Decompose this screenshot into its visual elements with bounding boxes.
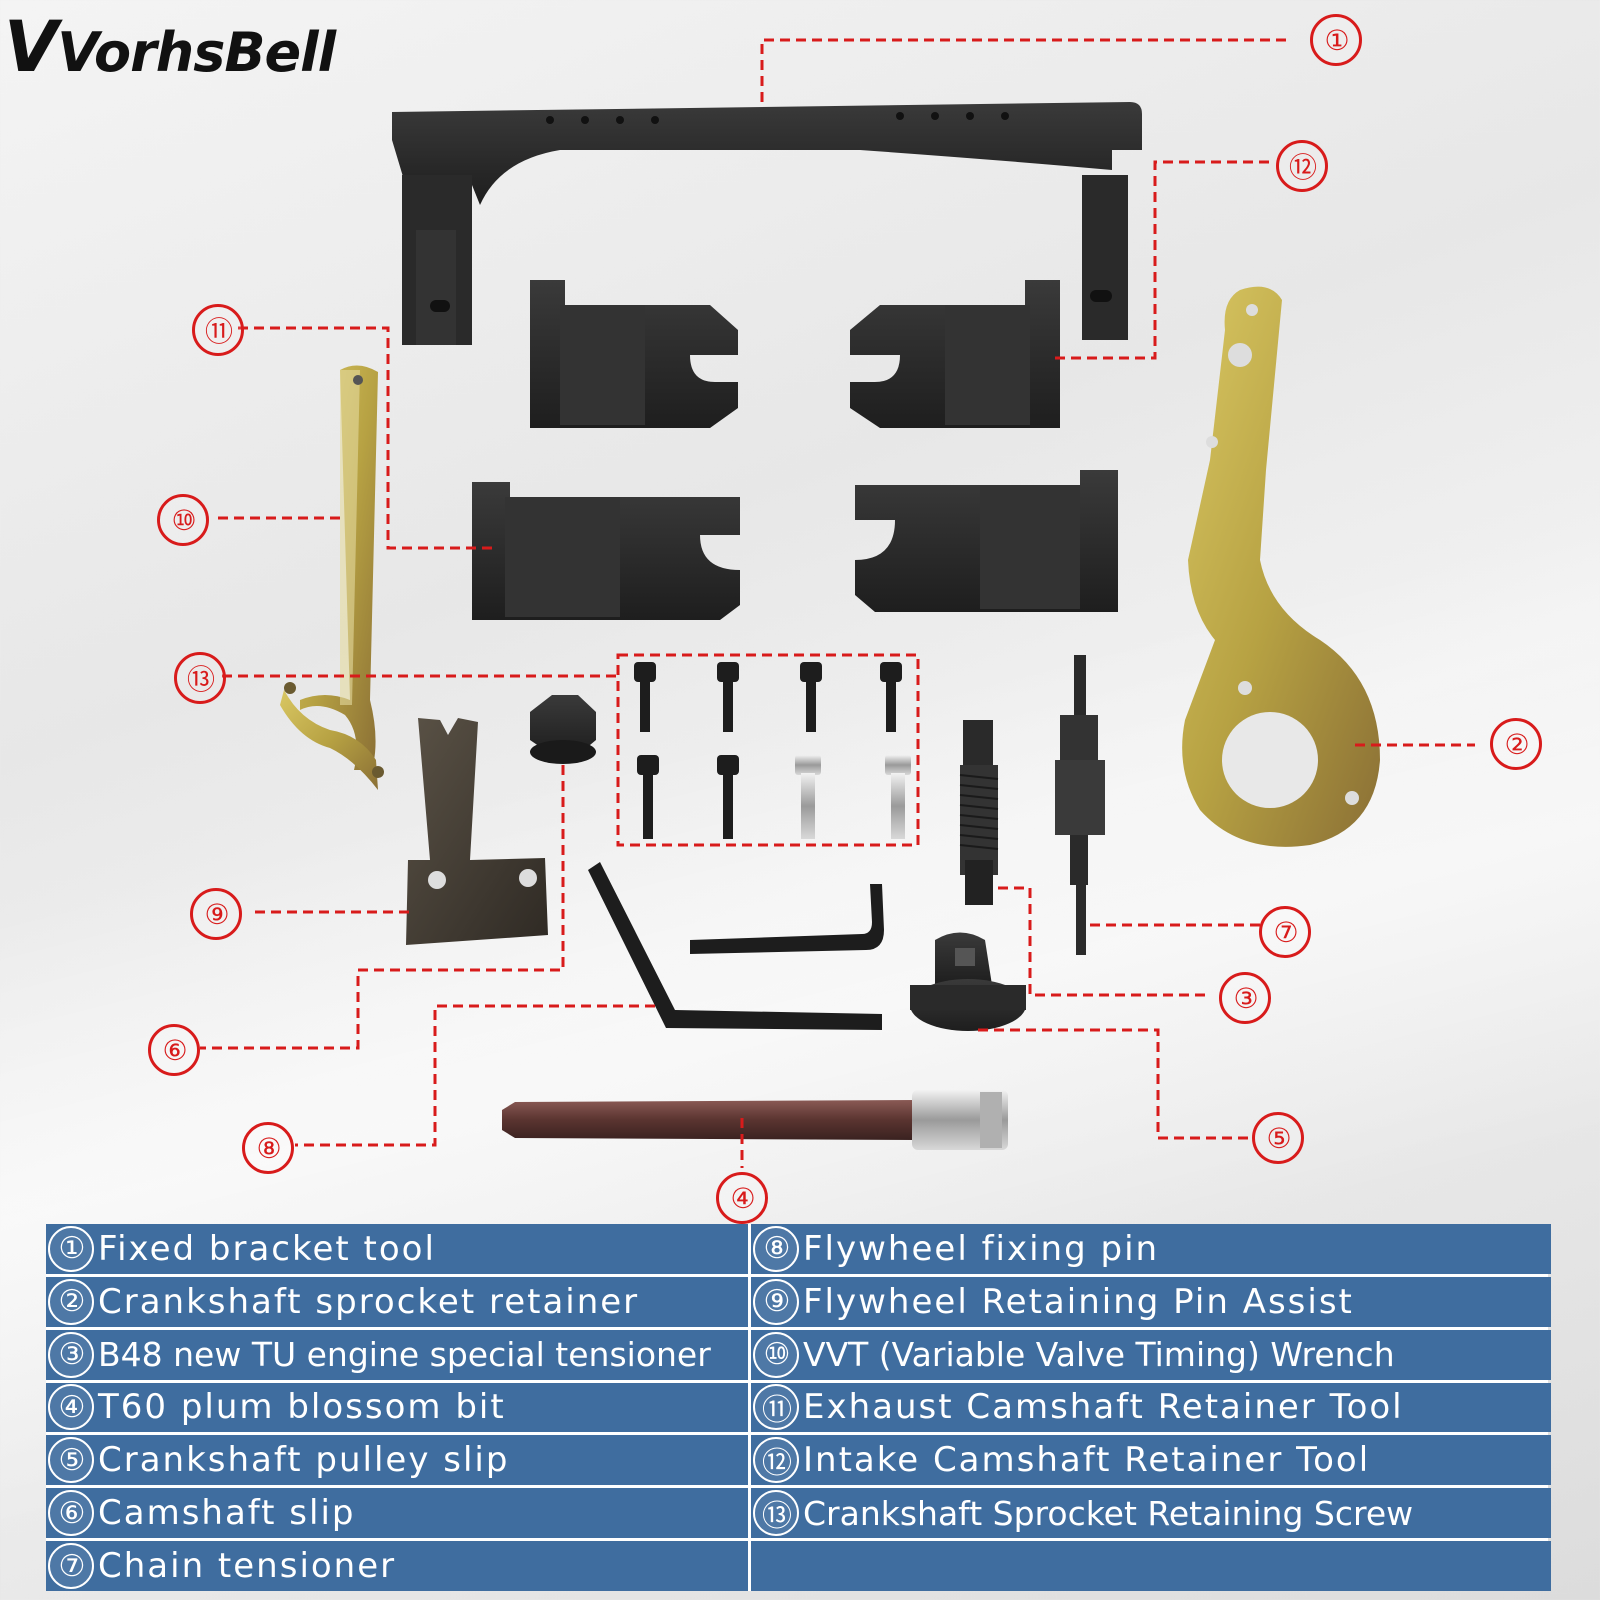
callout-12: ⑫ <box>1276 140 1328 192</box>
legend-label: Intake Camshaft Retainer Tool <box>803 1440 1371 1481</box>
legend-label: Flywheel fixing pin <box>803 1228 1160 1269</box>
legend-number: ⑦ <box>48 1543 94 1590</box>
flywheel-retaining-pin-assist <box>406 718 548 945</box>
callout-2: ② <box>1490 718 1542 770</box>
legend-number: ⑪ <box>753 1384 799 1431</box>
legend-label: Chain tensioner <box>98 1546 397 1587</box>
legend-label: Crankshaft Sprocket Retaining Screw <box>803 1493 1414 1533</box>
legend-label: B48 new TU engine special tensioner <box>98 1335 711 1375</box>
callout-8: ⑧ <box>242 1122 294 1174</box>
chain-tensioner <box>1055 655 1105 955</box>
callout-4: ④ <box>716 1172 768 1224</box>
legend-label: Fixed bracket tool <box>98 1228 436 1269</box>
callout-5: ⑤ <box>1252 1112 1304 1164</box>
callout-11: ⑪ <box>192 304 244 356</box>
callout-3: ③ <box>1219 972 1271 1024</box>
flywheel-fixing-pin <box>588 862 884 1030</box>
legend-number: ⑬ <box>753 1490 799 1537</box>
legend-number: ⑨ <box>753 1278 799 1325</box>
tool-kit-illustration <box>200 38 1475 1168</box>
legend-label: Crankshaft pulley slip <box>98 1440 510 1481</box>
legend-empty-cell <box>751 1541 1551 1591</box>
legend-number: ② <box>48 1278 94 1325</box>
callout-13: ⑬ <box>174 652 226 704</box>
intake-camshaft-retainer-tool <box>850 280 1118 612</box>
callout-6: ⑥ <box>148 1024 200 1076</box>
callout-10: ⑩ <box>157 494 209 546</box>
legend-number: ⑧ <box>753 1225 799 1272</box>
legend-label: Crankshaft sprocket retainer <box>98 1281 640 1322</box>
callout-7: ⑦ <box>1259 906 1311 958</box>
b48-special-tensioner <box>959 720 999 905</box>
brand-logo: VVorhsBell <box>4 6 336 88</box>
legend-number: ④ <box>48 1384 94 1431</box>
camshaft-slip <box>530 695 596 764</box>
legend-number: ⑤ <box>48 1437 94 1484</box>
legend-label: Camshaft slip <box>98 1493 356 1534</box>
callout-1: ① <box>1310 14 1362 66</box>
legend-number: ① <box>48 1225 94 1272</box>
legend-number: ⑫ <box>753 1437 799 1484</box>
leader-lines <box>200 38 1475 1168</box>
callout-9: ⑨ <box>190 888 242 940</box>
legend-number: ③ <box>48 1331 94 1378</box>
legend-label: Flywheel Retaining Pin Assist <box>803 1281 1354 1322</box>
legend-label: Exhaust Camshaft Retainer Tool <box>803 1387 1404 1428</box>
crankshaft-pulley-slip <box>910 932 1026 1031</box>
exhaust-camshaft-retainer-tool <box>472 280 740 620</box>
vvt-wrench <box>280 365 384 790</box>
fixed-bracket-tool <box>392 102 1142 345</box>
crankshaft-sprocket-retaining-screws <box>616 653 920 847</box>
legend-number: ⑥ <box>48 1490 94 1537</box>
legend-label: VVT (Variable Valve Timing) Wrench <box>803 1335 1395 1375</box>
t60-plum-blossom-bit <box>502 1090 1008 1150</box>
legend-label: T60 plum blossom bit <box>98 1387 506 1428</box>
crankshaft-sprocket-retainer <box>1182 286 1380 847</box>
legend-number: ⑩ <box>753 1331 799 1378</box>
